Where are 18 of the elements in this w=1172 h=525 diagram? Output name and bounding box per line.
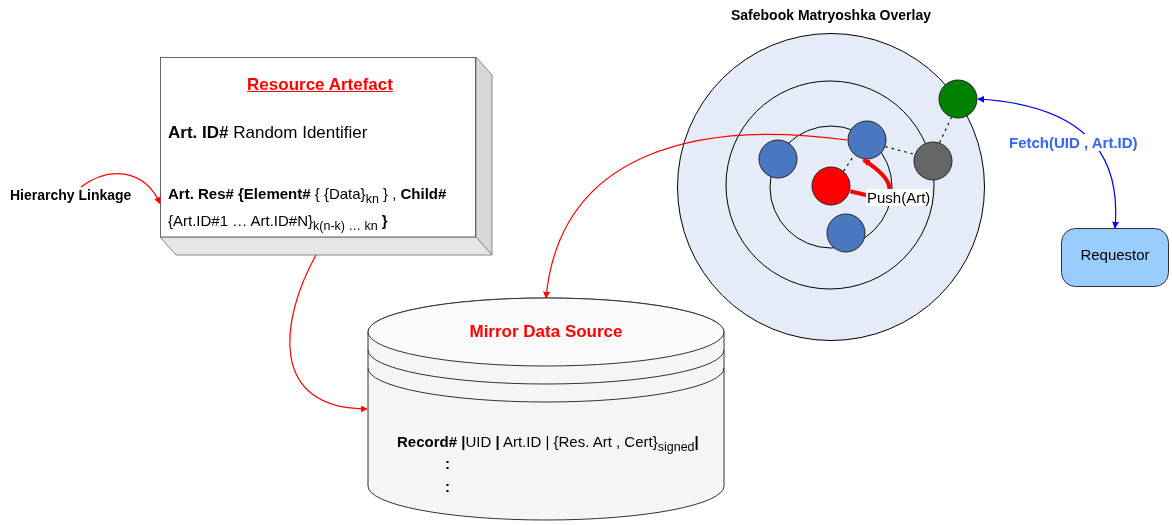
arrow — [977, 96, 1119, 229]
overlay-title: Safebook Matryoshka Overlay — [730, 7, 932, 23]
field-text: Art. ID# Random Identifier — [168, 123, 368, 143]
edge-label: Fetch(UID , Art.ID) — [1008, 134, 1139, 151]
ellipsis-mark: : — [445, 478, 450, 495]
dotted-line — [939, 117, 952, 143]
box-heading: Resource Artefact — [246, 75, 394, 95]
arrow — [289, 254, 368, 412]
arrow — [543, 133, 848, 299]
arrow — [80, 173, 161, 205]
field-text: Art. Res# {Element# { {Data}$_{kn}$ } , Child# {Art.ID#1 … Art.ID#N}$_{k(n-k) … kn}$ } — [168, 184, 448, 235]
dotted-line — [885, 146, 915, 155]
ellipsis-mark: : — [445, 455, 450, 472]
annotation-text: Hierarchy Linkage — [10, 187, 152, 209]
record-text: Record# |UID | Art.ID | {Res. Art , Cert}$_{signed}$| — [397, 433, 699, 454]
database-title: Mirror Data Source — [468, 322, 624, 342]
box-label: Requestor — [1079, 246, 1151, 263]
edge-label: Push(Art) — [866, 189, 932, 206]
